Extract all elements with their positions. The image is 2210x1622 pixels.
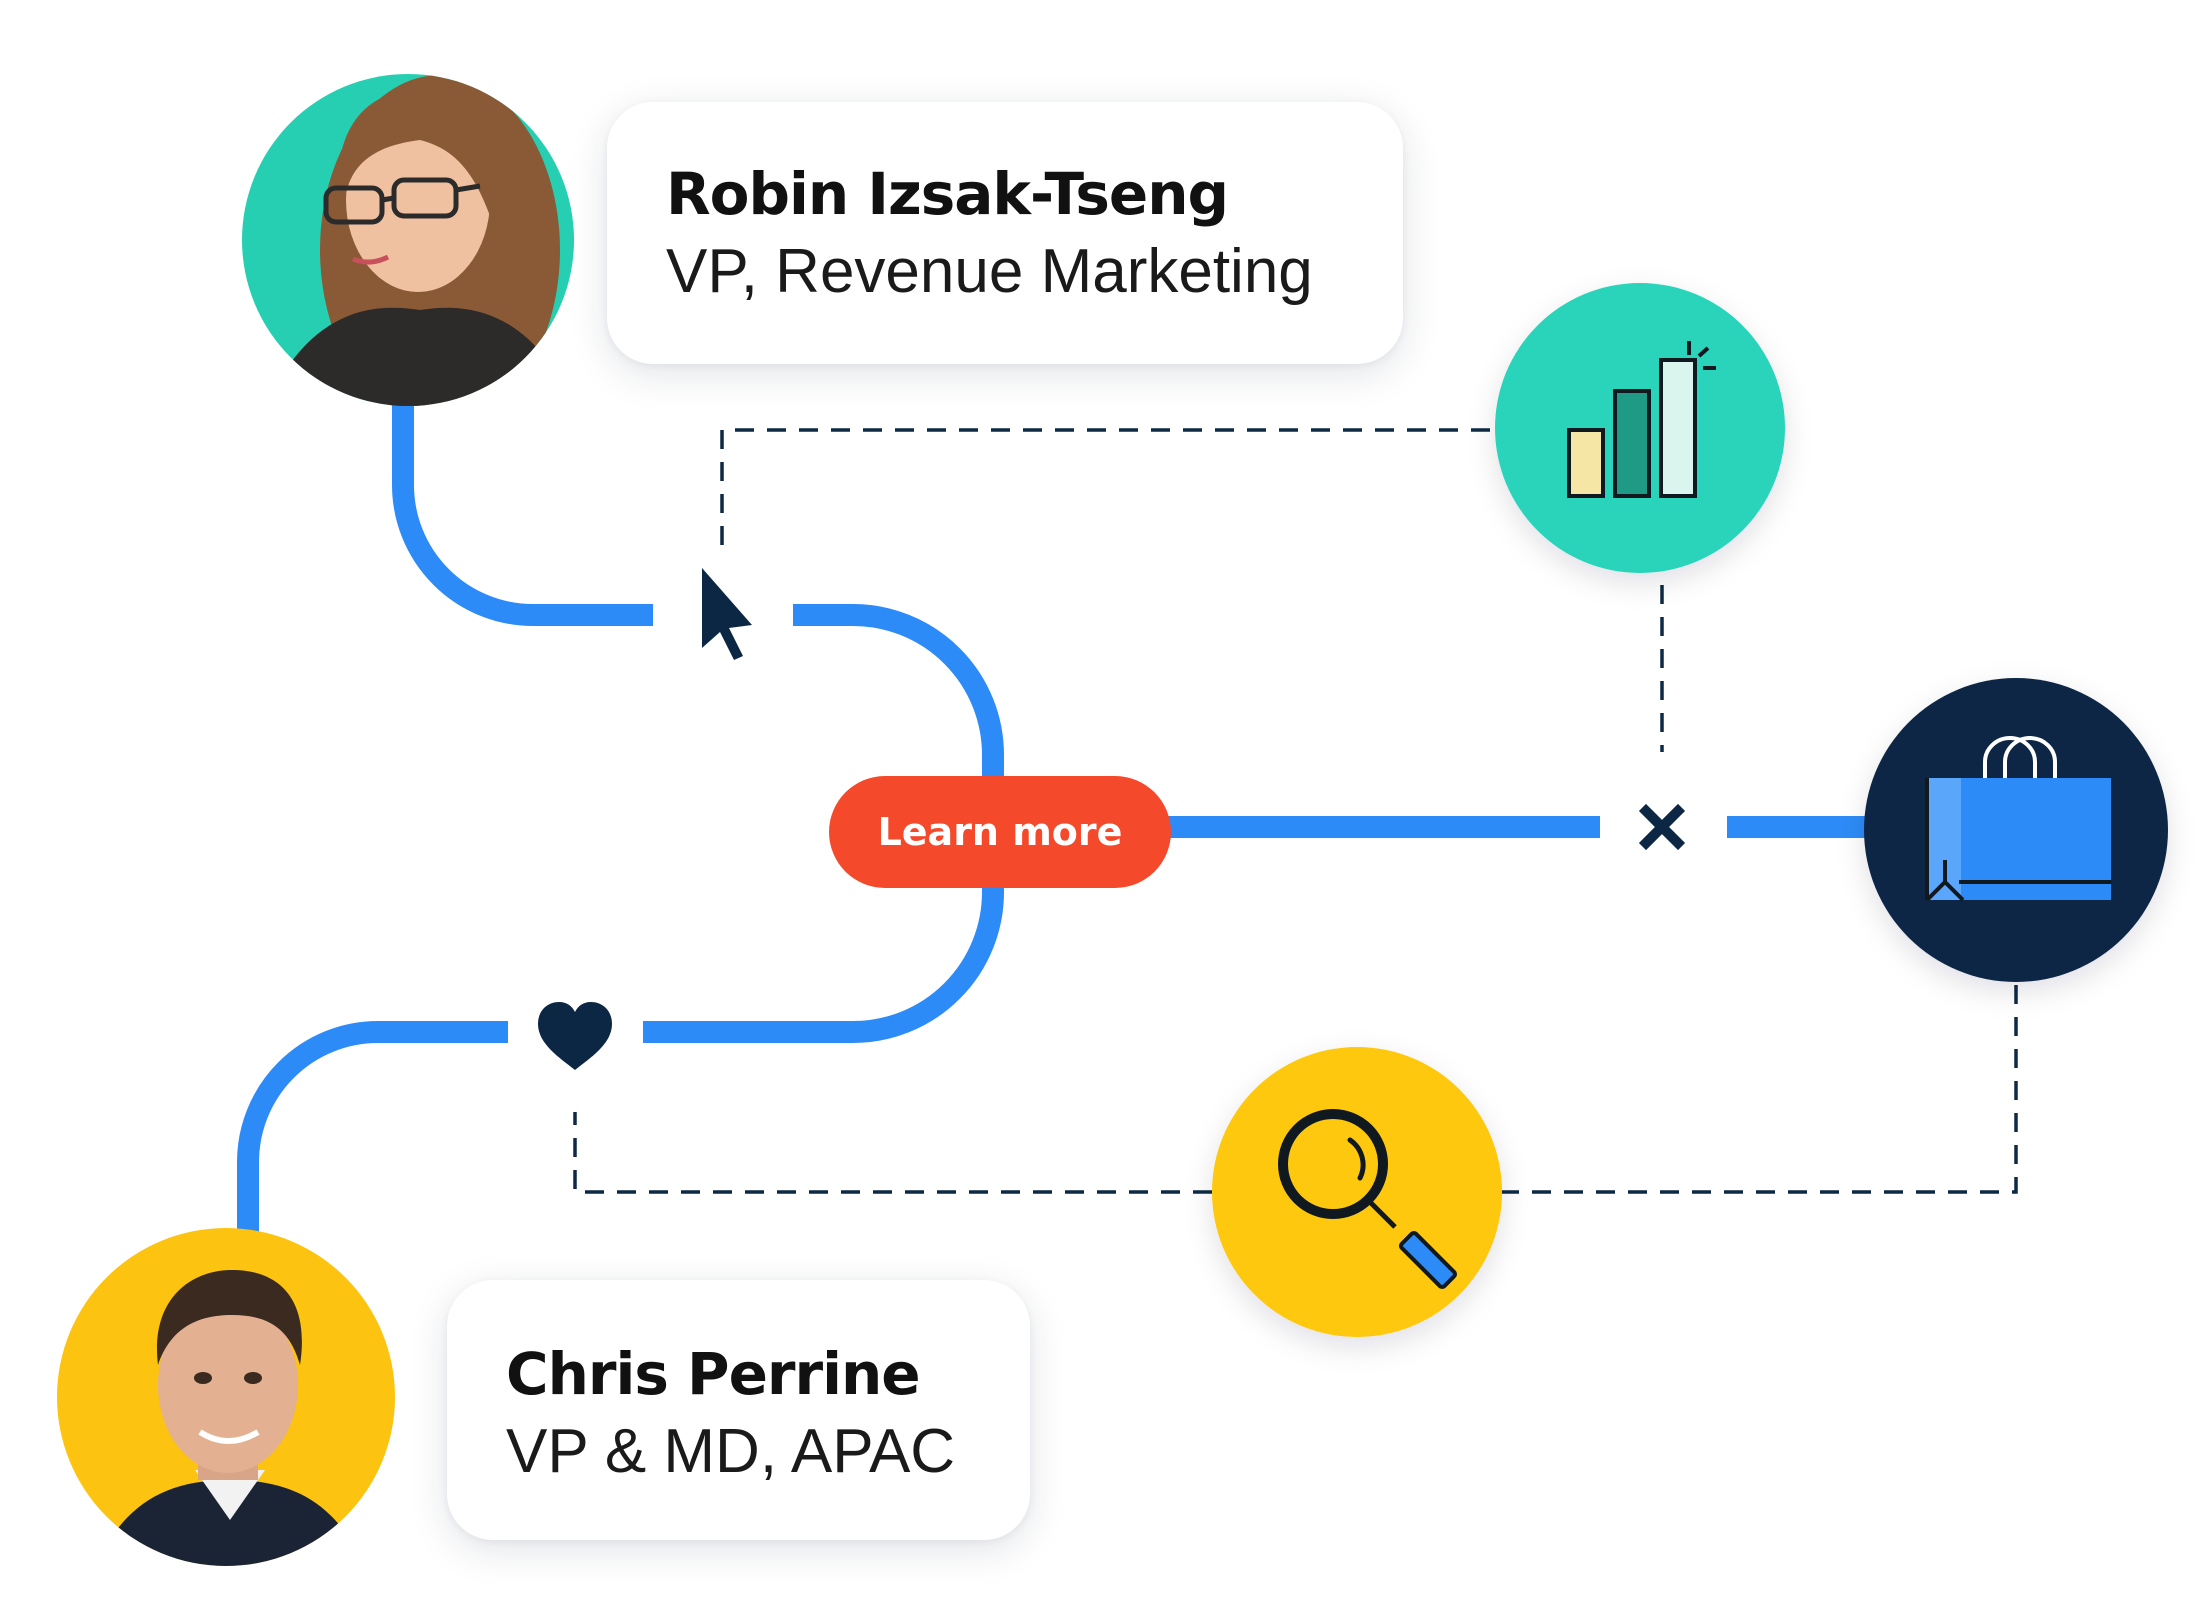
cursor-icon [702, 568, 752, 660]
dashed-connectors [573, 428, 2018, 1194]
profile-card-robin: Robin Izsak-Tseng VP, Revenue Marketing [607, 102, 1403, 364]
search-circle [1212, 1047, 1502, 1337]
dashed-line-search-left [573, 1112, 1212, 1194]
profile-name: Chris Perrine [506, 1340, 921, 1408]
learn-more-button[interactable]: Learn more [829, 776, 1171, 888]
heart-icon [538, 1002, 612, 1070]
path-segment-chris [237, 1021, 508, 1240]
profile-role: VP, Revenue Marketing [666, 237, 1313, 306]
dashed-line-top [720, 428, 1492, 545]
shopping-bag-icon [1925, 736, 2111, 902]
profile-role: VP & MD, APAC [506, 1417, 956, 1486]
dashed-line-shop-down [1500, 985, 2018, 1194]
profile-card-chris: Chris Perrine VP & MD, APAC [447, 1280, 1030, 1540]
avatar-robin [242, 74, 574, 406]
journey-path [237, 400, 1880, 1240]
close-icon [1638, 803, 1686, 851]
path-segment-robin [392, 400, 653, 626]
analytics-node[interactable] [1495, 283, 1785, 573]
search-node[interactable] [1212, 1047, 1502, 1337]
profile-name: Robin Izsak-Tseng [666, 160, 1229, 228]
path-segment-cta-bottom [643, 860, 1004, 1043]
magnifier-icon [1278, 1109, 1458, 1290]
path-segment-cta-top [793, 604, 1004, 800]
avatar-chris [57, 1228, 395, 1566]
shopping-node[interactable] [1864, 678, 2168, 982]
bar-chart-icon [1567, 341, 1716, 498]
